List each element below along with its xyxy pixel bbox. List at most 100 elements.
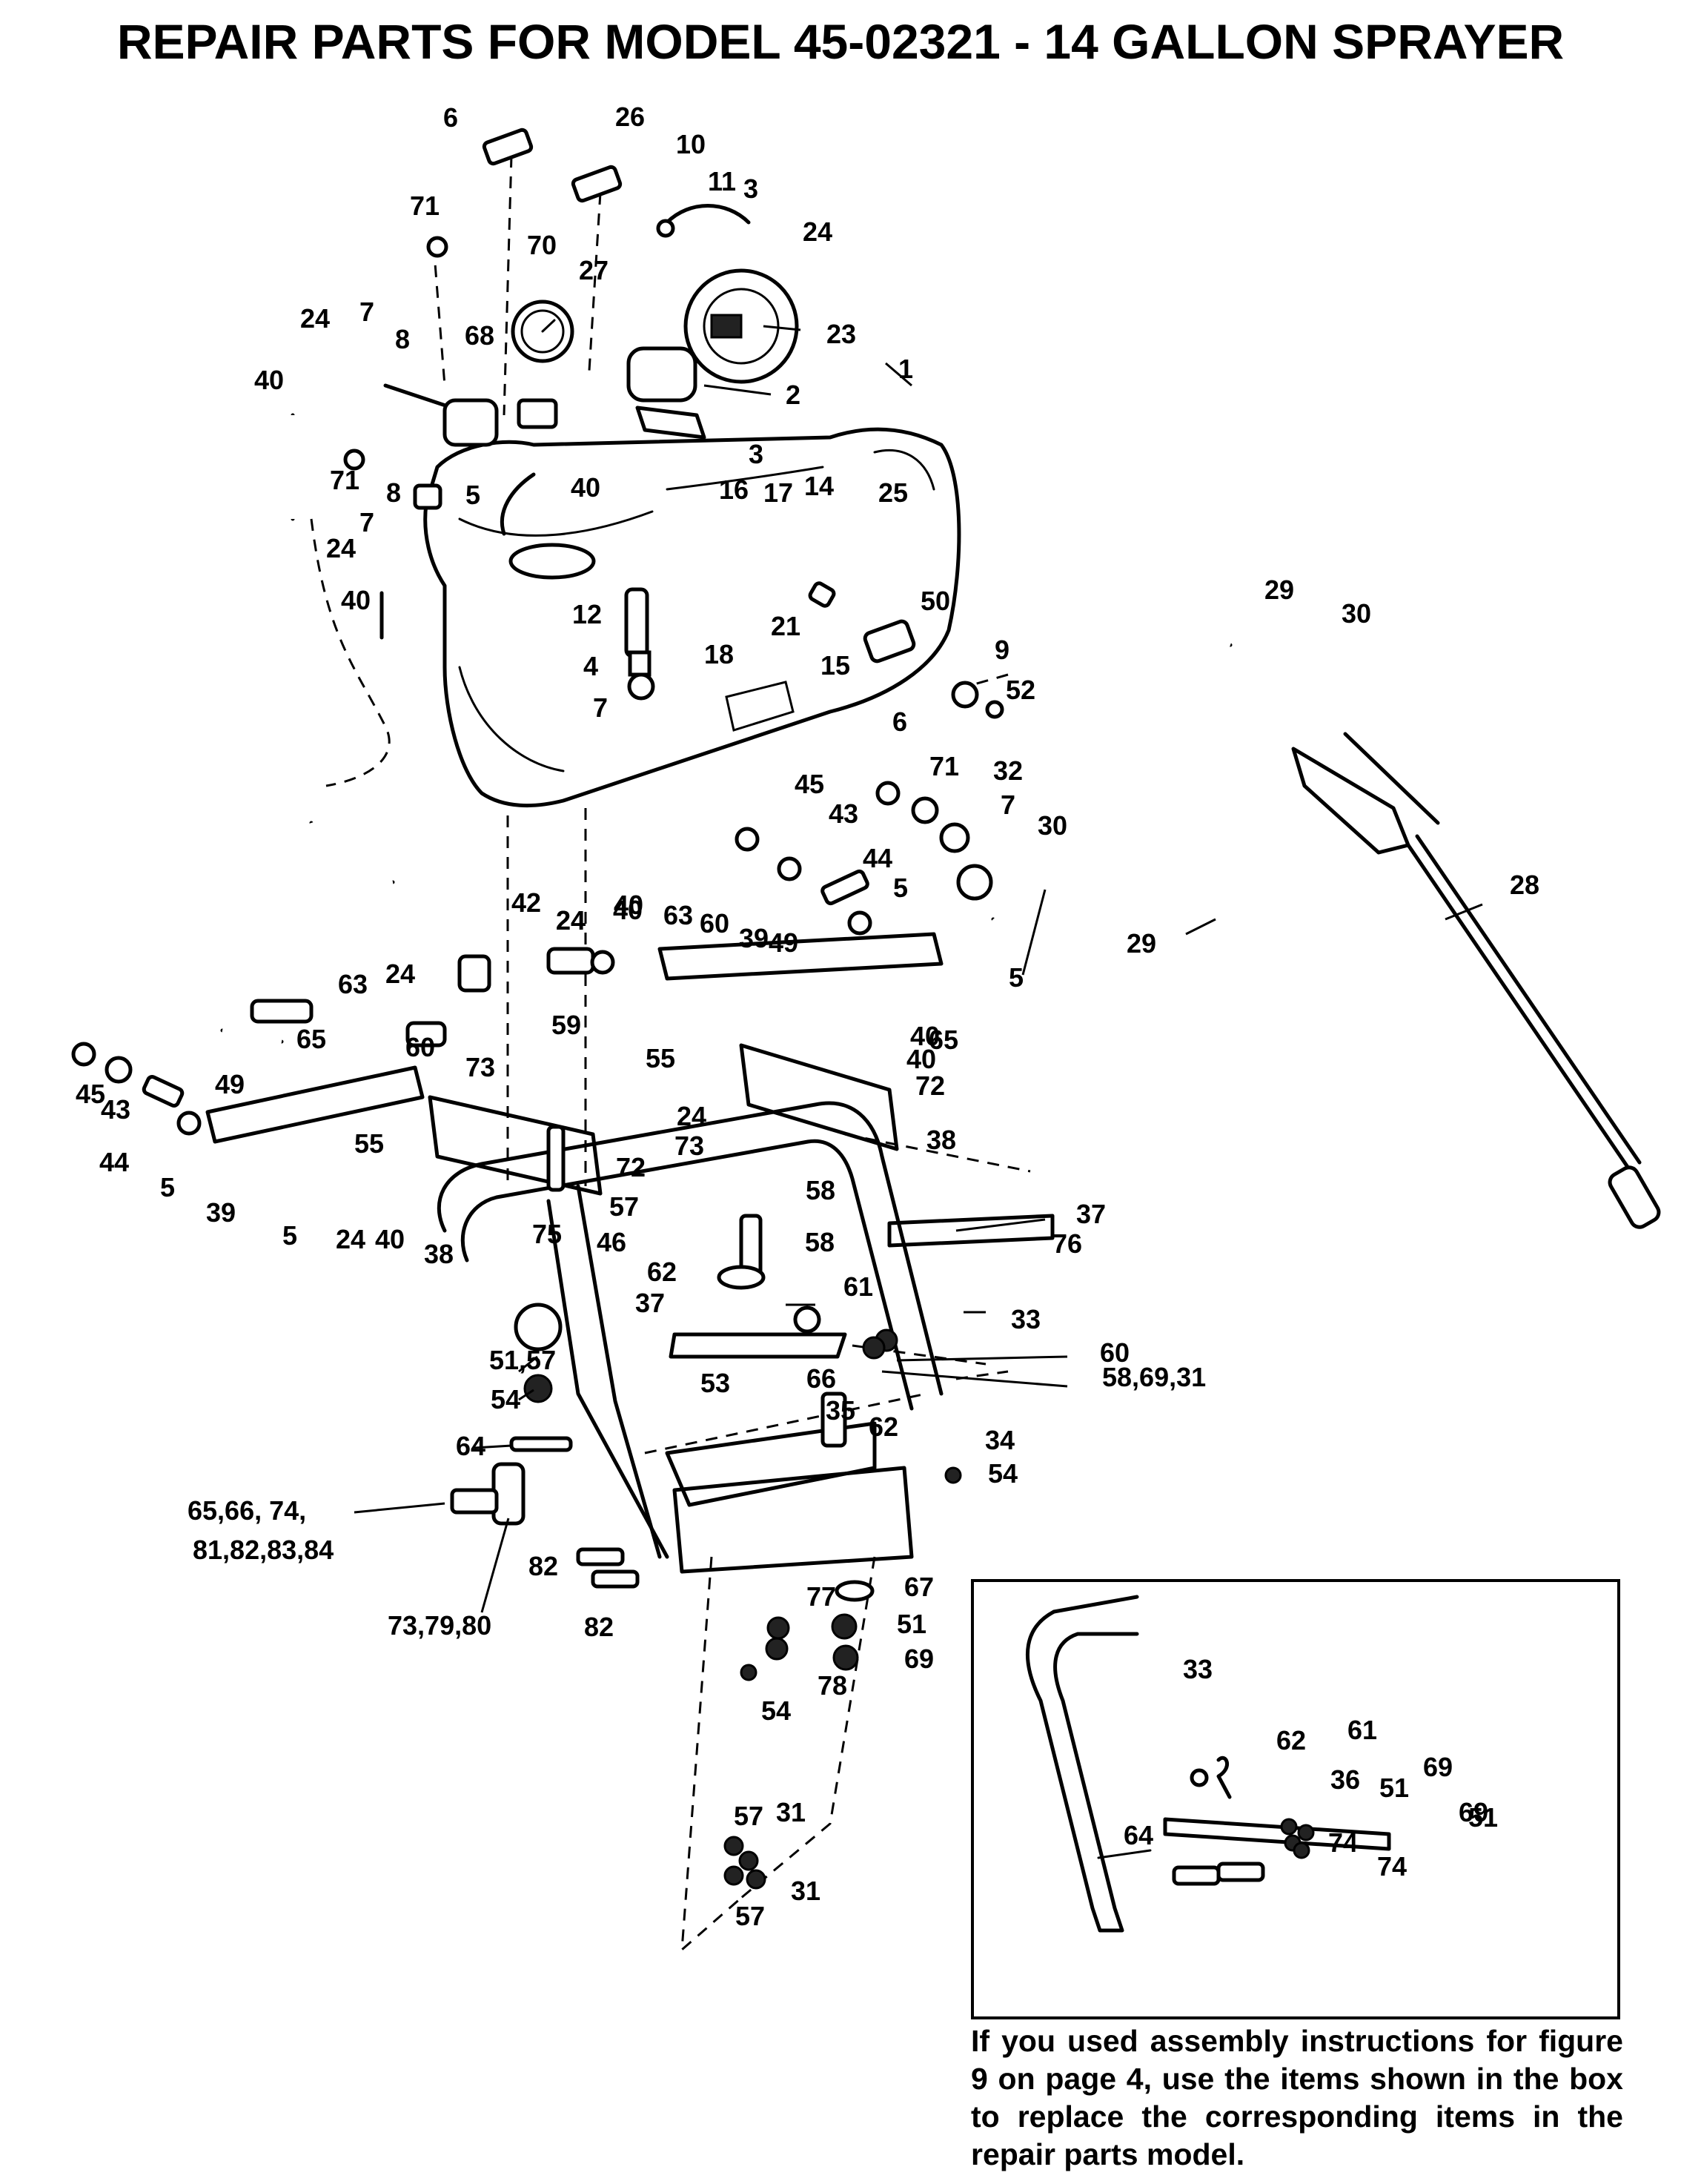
part-label-70: 40 <box>906 1044 936 1074</box>
part-label-60: 29 <box>1127 928 1156 959</box>
part-label-58: 5 <box>1009 962 1024 993</box>
part-label-88: 57 <box>609 1191 639 1222</box>
part-label-55: 60 <box>700 908 729 939</box>
part-label-31: 21 <box>771 611 800 641</box>
part-label-46: 43 <box>829 798 858 829</box>
part-label-106: 62 <box>869 1412 898 1442</box>
part-label-80: 44 <box>99 1147 129 1177</box>
part-label-12: 8 <box>395 324 410 354</box>
part-label-72: 45 <box>76 1079 105 1109</box>
inset-part-label-0: 33 <box>1183 1654 1213 1684</box>
pump-motor <box>626 204 799 440</box>
part-label-71: 72 <box>915 1071 945 1101</box>
part-label-89: 46 <box>597 1227 626 1257</box>
part-label-13: 68 <box>465 320 494 351</box>
part-label-7: 27 <box>579 255 609 285</box>
inset-part-label-10: 74 <box>1377 1851 1407 1882</box>
part-label-122: 31 <box>791 1876 820 1906</box>
part-label-102: 53 <box>700 1368 730 1398</box>
part-label-16: 2 <box>786 380 800 410</box>
inset-part-label-3: 69 <box>1423 1752 1453 1782</box>
part-label-120: 57 <box>734 1801 763 1831</box>
inset-part-label-9: 51 <box>1468 1802 1498 1833</box>
fittings <box>71 128 1004 1890</box>
part-label-9: 24 <box>803 216 832 247</box>
part-label-34: 7 <box>593 692 608 723</box>
part-label-30: 18 <box>704 639 734 669</box>
part-label-77: 73 <box>674 1131 704 1161</box>
part-label-68: 73 <box>465 1052 495 1082</box>
part-label-109: 65,66, 74, <box>188 1495 306 1526</box>
part-label-4: 3 <box>743 173 758 204</box>
part-label-3: 11 <box>708 166 736 196</box>
part-label-59: 28 <box>1510 870 1539 900</box>
part-label-47: 44 <box>863 843 892 873</box>
part-label-76: 55 <box>354 1128 384 1159</box>
inset-note: If you used assembly instructions for fi… <box>971 2024 1623 2171</box>
part-label-97: 33 <box>1011 1304 1041 1334</box>
part-label-5: 71 <box>410 191 440 221</box>
part-label-52: 24 <box>556 905 586 936</box>
part-label-48: 5 <box>893 873 908 903</box>
part-label-42: 32 <box>993 755 1023 786</box>
part-label-39: 52 <box>1006 675 1035 705</box>
part-label-64: 60 <box>405 1032 435 1062</box>
part-label-85: 40 <box>375 1224 405 1254</box>
part-label-17: 71 <box>330 465 359 495</box>
inset-part-label-2: 62 <box>1276 1725 1306 1756</box>
part-label-104: 35 <box>826 1395 855 1426</box>
part-label-75: 59 <box>551 1010 581 1040</box>
page-title: REPAIR PARTS FOR MODEL 45-02321 - 14 GAL… <box>116 14 1565 69</box>
inset-part-label-8: 74 <box>1328 1827 1358 1858</box>
part-label-118: 78 <box>818 1670 847 1701</box>
part-label-23: 17 <box>763 477 793 508</box>
part-label-29: 12 <box>572 599 602 629</box>
inset-part-label-4: 51 <box>1379 1773 1409 1803</box>
part-label-65: 65 <box>929 1025 958 1055</box>
leader-lines <box>354 325 1483 1613</box>
part-label-107: 34 <box>985 1425 1015 1455</box>
part-label-21: 3 <box>749 439 763 469</box>
part-label-45: 45 <box>795 769 824 799</box>
part-label-25: 25 <box>878 477 908 508</box>
part-label-99: 58,69,31 <box>1102 1362 1206 1392</box>
part-label-74: 49 <box>215 1069 245 1099</box>
pressure-gauge <box>511 300 574 363</box>
part-label-33: 15 <box>820 650 850 681</box>
tank <box>423 427 961 807</box>
part-label-69: 24 <box>677 1101 706 1131</box>
inset-part-label-6: 69 <box>1459 1797 1488 1827</box>
part-label-73: 43 <box>101 1094 130 1125</box>
part-label-56: 39 <box>739 923 769 953</box>
part-label-79: 38 <box>926 1125 956 1155</box>
part-label-98: 60 <box>1100 1337 1130 1368</box>
part-label-35: 50 <box>921 586 950 616</box>
part-label-28: 40 <box>341 585 371 615</box>
part-label-32: 4 <box>583 651 598 681</box>
part-label-100: 51,57 <box>489 1345 556 1375</box>
part-label-8: 24 <box>300 303 330 334</box>
part-label-87: 58 <box>806 1175 835 1205</box>
part-label-101: 54 <box>491 1384 520 1414</box>
part-label-103: 66 <box>806 1363 836 1394</box>
part-label-22: 16 <box>719 474 749 505</box>
part-label-111: 82 <box>528 1551 558 1581</box>
part-label-2: 10 <box>676 129 706 159</box>
part-label-40: 6 <box>892 707 907 737</box>
part-label-66: 65 <box>296 1024 326 1054</box>
part-label-18: 8 <box>386 477 401 508</box>
part-label-121: 31 <box>776 1797 806 1827</box>
part-label-116: 73,79,80 <box>388 1610 491 1641</box>
part-label-27: 24 <box>326 533 356 563</box>
part-label-117: 69 <box>904 1644 934 1674</box>
part-label-84: 24 <box>336 1224 365 1254</box>
part-label-91: 75 <box>532 1219 562 1249</box>
part-label-24: 14 <box>804 471 834 501</box>
part-label-41: 71 <box>929 751 959 781</box>
part-label-26: 7 <box>359 507 374 537</box>
